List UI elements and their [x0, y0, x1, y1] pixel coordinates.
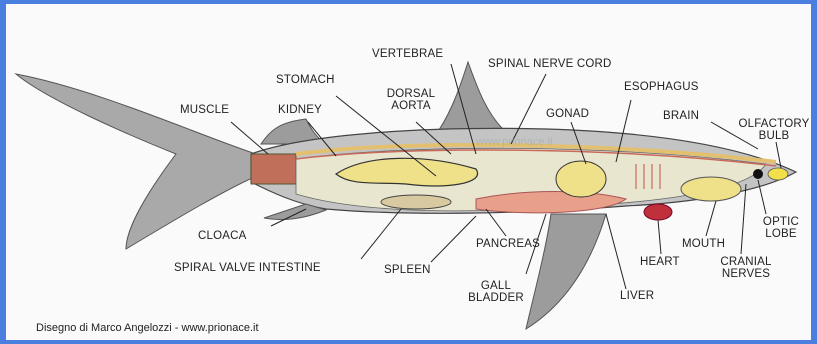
label-esophagus: ESOPHAGUS	[624, 81, 699, 93]
label-liver: LIVER	[620, 290, 654, 302]
label-dorsal-aorta: DORSAL AORTA	[381, 88, 441, 112]
label-heart: HEART	[640, 256, 680, 268]
first-dorsal-fin	[436, 62, 506, 134]
label-cranial-nerves: CRANIAL NERVES	[711, 256, 781, 280]
label-lobe: LOBE	[765, 228, 796, 240]
label-bladder: BLADDER	[468, 292, 524, 304]
pectoral-fin	[526, 214, 606, 329]
label-dorsal: DORSAL	[387, 88, 436, 100]
watermark-text: www.prionace.it	[476, 136, 553, 148]
label-nerves: NERVES	[722, 268, 770, 280]
label-olfactory-bulb: OLFACTORY BULB	[734, 118, 814, 142]
credit-text: Disegno di Marco Angelozzi - www.prionac…	[36, 322, 259, 334]
label-optic-lobe: OPTIC LOBE	[756, 216, 806, 240]
muscle-block	[251, 154, 296, 184]
label-cloaca: CLOACA	[198, 230, 247, 242]
label-optic: OPTIC	[763, 216, 799, 228]
label-aorta: AORTA	[391, 100, 431, 112]
label-spleen: SPLEEN	[384, 264, 431, 276]
label-kidney: KIDNEY	[278, 104, 322, 116]
label-stomach: STOMACH	[276, 74, 335, 86]
gonad-organ	[556, 161, 606, 197]
label-spinal-nerve-cord: SPINAL NERVE CORD	[488, 58, 612, 70]
label-muscle: MUSCLE	[180, 104, 229, 116]
label-bulb: BULB	[759, 130, 790, 142]
diagram-canvas: www.prionace.it VERTEBRAE SPINAL NERVE C…	[6, 4, 811, 340]
label-brain: BRAIN	[663, 110, 699, 122]
label-vertebrae: VERTEBRAE	[372, 48, 443, 60]
label-cranial: CRANIAL	[720, 256, 771, 268]
label-pancreas: PANCREAS	[476, 238, 540, 250]
label-mouth: MOUTH	[682, 238, 725, 250]
label-spiral-valve-intestine: SPIRAL VALVE INTESTINE	[174, 262, 321, 274]
label-gall-bladder: GALL BLADDER	[464, 280, 528, 304]
label-gonad: GONAD	[546, 108, 589, 120]
heart-organ	[644, 204, 672, 220]
label-olfactory: OLFACTORY	[738, 118, 809, 130]
spiral-intestine-organ	[381, 195, 451, 209]
eye	[753, 169, 763, 179]
mouth-organ	[681, 177, 741, 201]
olfactory-bulb-organ	[768, 168, 788, 180]
label-gall: GALL	[481, 280, 511, 292]
caudal-fin	[16, 74, 261, 249]
